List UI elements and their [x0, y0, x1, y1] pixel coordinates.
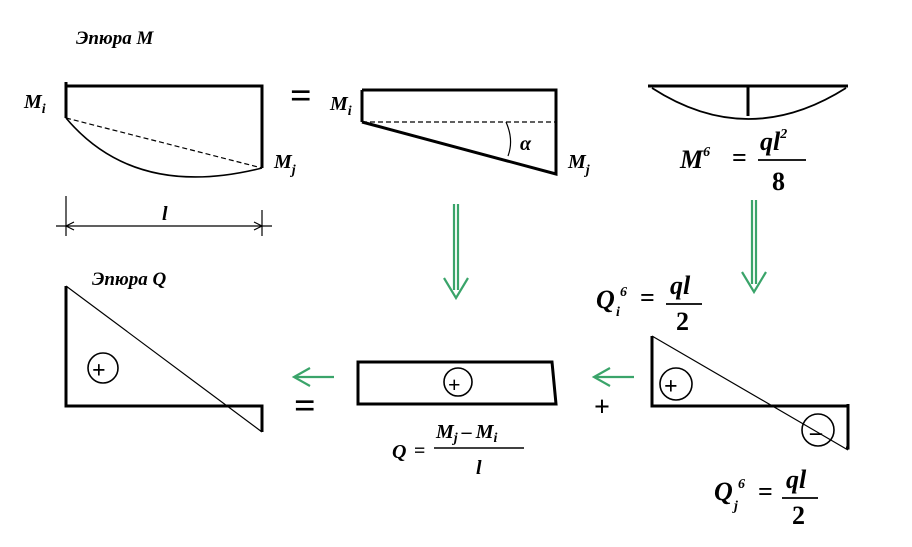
moment-diagram-title: Эпюра М [76, 28, 155, 49]
label-alpha: α [520, 133, 532, 155]
arrow-down-mid [443, 204, 469, 301]
svg-text:Q: Q [714, 477, 733, 506]
formula-q: Q = Mj–Mi l [392, 421, 524, 479]
equals-sign-top: = [290, 75, 312, 117]
formula-qi: Q 6 i = ql 2 [596, 271, 702, 336]
svg-text:2: 2 [676, 307, 689, 336]
svg-text:l: l [476, 457, 482, 479]
moment-diagram-total [64, 82, 264, 178]
sign-plus-mid: + [448, 372, 461, 397]
svg-text:ql: ql [786, 465, 807, 494]
span-dimension [56, 196, 272, 236]
svg-text:j: j [732, 499, 738, 514]
svg-text:ql: ql [670, 271, 691, 300]
svg-text:2: 2 [792, 501, 805, 530]
shear-diagram-total [64, 285, 264, 433]
formula-qj: Q 6 j = ql 2 [714, 465, 818, 530]
svg-text:Mj–Mi: Mj–Mi [435, 421, 497, 446]
sign-plus-left: + [92, 358, 106, 384]
plus-sign-between: + [594, 392, 610, 423]
moment-diagram-simple-beam [648, 84, 848, 120]
svg-text:i: i [616, 305, 620, 320]
svg-text:Q: Q [392, 441, 406, 463]
shear-diagram-simple-beam [650, 335, 850, 451]
arrow-left-2 [591, 367, 634, 387]
label-mi-mid: Mi [329, 93, 352, 119]
equals-sign-bottom: = [294, 385, 316, 427]
moment-diagram-end-moments [360, 88, 558, 176]
sign-minus-right: – [809, 420, 823, 446]
label-mj-left: Mj [273, 151, 296, 178]
shear-diagram-end-moments [356, 360, 558, 406]
shear-diagram-title: Эпюра Q [92, 269, 167, 290]
svg-text:=: = [732, 143, 747, 172]
svg-text:=: = [414, 440, 425, 462]
svg-text:=: = [758, 477, 773, 506]
sign-plus-right: + [664, 374, 678, 400]
svg-text:ql2: ql2 [760, 127, 787, 156]
label-mj-mid: Mj [567, 151, 590, 178]
svg-text:8: 8 [772, 167, 785, 196]
svg-text:=: = [640, 283, 655, 312]
svg-text:M6: M6 [679, 145, 710, 174]
svg-text:6: 6 [738, 477, 745, 492]
arrow-left-1 [291, 367, 334, 387]
formula-m6: M6 = ql2 8 [679, 127, 806, 196]
svg-text:6: 6 [620, 285, 627, 300]
svg-text:Q: Q [596, 285, 615, 314]
arrow-down-right [741, 200, 767, 295]
label-mi-left: Mi [23, 91, 46, 117]
label-span-l: l [162, 203, 168, 225]
